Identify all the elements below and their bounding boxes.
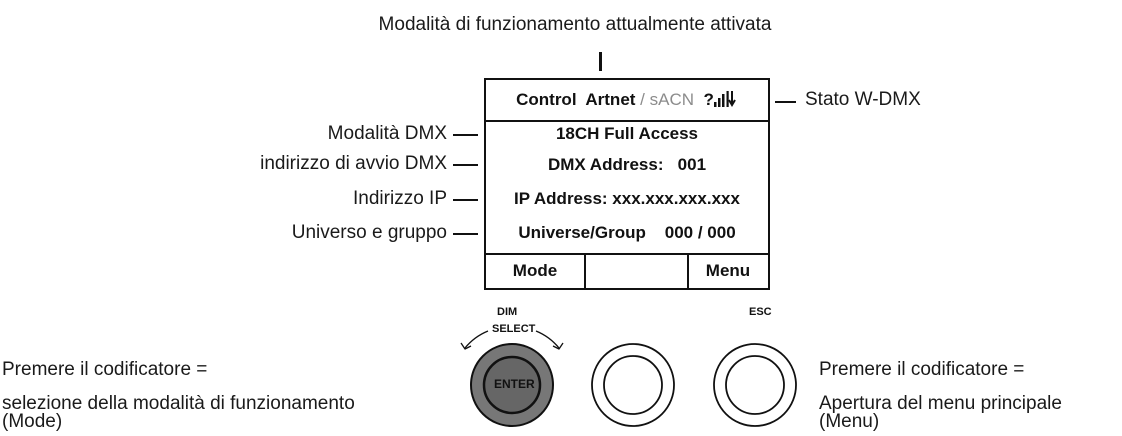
leader-wdmx-status [775, 101, 796, 103]
leader-ip-address [453, 199, 478, 201]
lcd-display: Control Artnet / sACN ? 18CH Full Access… [484, 78, 770, 290]
caption-dmx-start-address: indirizzo di avvio DMX [260, 153, 447, 174]
select-label: SELECT [492, 323, 536, 335]
caption-left-mode: (Mode) [2, 411, 63, 432]
lcd-divider-2 [486, 253, 768, 255]
middle-encoder-knob[interactable] [591, 343, 675, 427]
caption-dmx-mode: Modalità DMX [327, 123, 447, 144]
lcd-dmx-address-label: DMX Address: [547, 155, 664, 174]
caption-universe-group: Universo e gruppo [291, 222, 447, 243]
lcd-ip-address-row: IP Address: xxx.xxx.xxx.xxx [514, 189, 740, 208]
lcd-dmx-address-row: DMX Address: 001 [486, 155, 768, 175]
signal-strength-icon [713, 91, 736, 107]
enter-label: ENTER [494, 377, 535, 391]
caption-ip-address: Indirizzo IP [353, 188, 447, 209]
lcd-universe-label: Universe/Group [518, 223, 646, 242]
lcd-universe-row: Universe/Group 000 / 000 [486, 223, 768, 243]
caption-current-mode-leader [599, 52, 602, 71]
lcd-separator: / [640, 90, 645, 109]
dim-label: DIM [497, 306, 518, 318]
caption-left-press: Premere il codificatore = [2, 359, 208, 380]
caption-right-function: Apertura del menu principale [819, 393, 1062, 414]
caption-left-function: selezione della modalità di funzionament… [2, 393, 355, 414]
esc-label: ESC [749, 306, 772, 318]
leader-dmx-mode [453, 134, 478, 136]
lcd-dmx-address-value: 001 [677, 155, 707, 174]
rotation-arrow-icon [460, 330, 564, 350]
leader-dmx-address [453, 164, 478, 166]
enter-encoder-knob[interactable] [470, 343, 554, 427]
lcd-universe-value: 000 / 000 [664, 223, 736, 242]
lcd-softkey-divider-left [584, 253, 586, 289]
leader-universe-group [453, 233, 478, 235]
caption-wdmx-status: Stato W-DMX [805, 89, 921, 110]
signal-unknown-indicator: ? [703, 90, 714, 109]
caption-right-menu: (Menu) [819, 411, 880, 432]
lcd-artnet-label: Artnet [585, 90, 636, 109]
lcd-sacn-label: sACN [649, 90, 695, 109]
esc-encoder-knob[interactable] [713, 343, 797, 427]
lcd-status-row: Control Artnet / sACN ? [486, 90, 768, 110]
lcd-divider-1 [486, 120, 768, 122]
lcd-softkey-divider-right [687, 253, 689, 289]
softkey-mode[interactable]: Mode [512, 261, 558, 280]
lcd-control-label: Control [516, 90, 577, 109]
lcd-mode-row: 18CH Full Access [555, 124, 699, 143]
softkey-menu[interactable]: Menu [705, 261, 751, 280]
caption-right-press: Premere il codificatore = [819, 359, 1025, 380]
caption-current-mode: Modalità di funzionamento attualmente at… [378, 14, 772, 35]
